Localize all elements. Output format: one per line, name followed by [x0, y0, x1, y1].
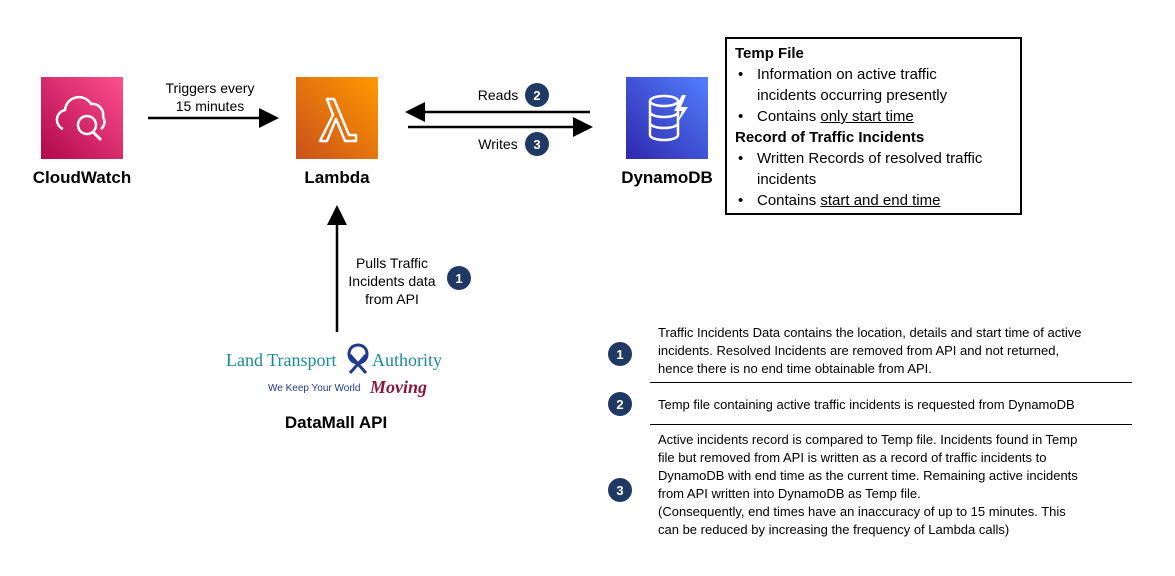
step-badge-3: 3 [525, 132, 549, 156]
writes-label: Writes [478, 136, 518, 152]
note-divider-1 [650, 382, 1132, 383]
temp-bullet-1-line2: incidents occurring presently [757, 87, 948, 104]
reads-label: Reads [477, 87, 519, 103]
cloudwatch-icon [41, 77, 123, 159]
cloudwatch-label: CloudWatch [32, 168, 132, 187]
note-badge-2: 2 [608, 392, 632, 416]
note-1: Traffic Incidents Data contains the loca… [658, 324, 1128, 378]
temp-bullet-2: Contains only start time [735, 106, 1020, 127]
note-1-line: hence there is no end time obtainable fr… [658, 361, 932, 376]
record-heading: Record of Traffic Incidents [735, 129, 925, 146]
logo-text-left: Land Transport [226, 350, 337, 370]
temp-bullet-1: Information on active traffic incidents … [735, 64, 1020, 106]
note-badge-3: 3 [608, 478, 632, 502]
record-bullet-2-prefix: Contains [757, 192, 821, 209]
dynamodb-label: DynamoDB [621, 168, 713, 187]
note-3-line: can be reduced by increasing the frequen… [658, 522, 1010, 537]
step-badge-2: 2 [525, 83, 549, 107]
step-badge-1: 1 [447, 266, 471, 290]
note-3-line: from API written into DynamoDB as Temp f… [658, 486, 921, 501]
temp-bullet-2-prefix: Contains [757, 108, 821, 125]
logo-tagline: We Keep Your World [268, 383, 361, 394]
note-3-line: (Consequently, end times have an inaccur… [658, 504, 1066, 519]
trigger-label: Triggers every 15 minutes [150, 79, 270, 115]
logo-text-right: Authority [372, 350, 442, 370]
trigger-label-line2: 15 minutes [175, 98, 245, 114]
ribbon-icon [347, 343, 369, 374]
temp-file-heading: Temp File [735, 45, 804, 62]
datamall-label: DataMall API [284, 413, 388, 432]
note-divider-2 [650, 424, 1132, 425]
logo-moving: Moving [370, 377, 428, 397]
note-3-line: DynamoDB with end time as the current ti… [658, 468, 1078, 483]
record-bullet-1: Written Records of resolved traffic inci… [735, 148, 1020, 190]
trigger-label-line1: Triggers every [165, 80, 255, 96]
record-bullet-2: Contains start and end time [735, 190, 1020, 211]
record-bullet-2-emphasis: start and end time [820, 192, 941, 209]
note-3-line: file but removed from API is written as … [658, 450, 1047, 465]
note-badge-1: 1 [608, 342, 632, 366]
temp-bullet-2-emphasis: only start time [820, 108, 914, 125]
lambda-icon [296, 77, 378, 159]
note-2: Temp file containing active traffic inci… [658, 396, 1128, 414]
lambda-label: Lambda [304, 168, 370, 187]
storage-info-box: Temp File Information on active traffic … [725, 37, 1022, 215]
temp-bullet-1-line1: Information on active traffic [757, 66, 937, 83]
record-bullet-1-line2: incidents [757, 171, 817, 188]
note-2-line: Temp file containing active traffic inci… [658, 397, 1075, 412]
pulls-label: Pulls Traffic Incidents data from API [342, 254, 442, 308]
pulls-label-line1: Pulls Traffic [355, 255, 429, 271]
pulls-label-line2: Incidents data [348, 273, 436, 289]
note-3: Active incidents record is compared to T… [658, 431, 1128, 539]
dynamodb-icon [626, 77, 708, 159]
record-bullet-1-line1: Written Records of resolved traffic [757, 150, 983, 167]
note-1-line: incidents. Resolved Incidents are remove… [658, 343, 1060, 358]
note-1-line: Traffic Incidents Data contains the loca… [658, 325, 1082, 340]
note-3-line: Active incidents record is compared to T… [658, 432, 1078, 447]
lta-logo: Land Transport Authority We Keep Your Wo… [224, 341, 454, 407]
pulls-label-line3: from API [365, 291, 419, 307]
